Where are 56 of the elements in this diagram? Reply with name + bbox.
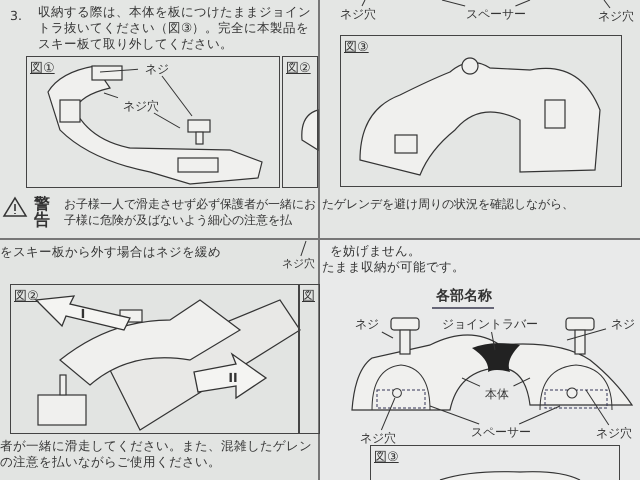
leader-line (604, 0, 610, 8)
leader-line (104, 92, 118, 98)
figure-panel (282, 56, 318, 188)
figure-panel (370, 445, 620, 480)
leader-line (153, 112, 180, 128)
paragraph: を妨げません。 (330, 243, 422, 259)
part-label: 本体 (480, 386, 514, 402)
figure-number: 図③ (374, 449, 399, 466)
section-heading: 各部名称 (436, 288, 493, 304)
arrow-label: II (227, 370, 239, 386)
figure-panel (340, 35, 622, 187)
paragraph: 収納する際は、本体を板につけたままジョイントラ抜いてください（図③）。完全に本製品をスキー板て取り外してください。 (38, 4, 312, 52)
figure-panel (298, 284, 320, 434)
leader-line (513, 378, 530, 386)
leader-line (380, 398, 396, 430)
part-label: ネジ穴 (119, 98, 163, 114)
warning-text: たゲレンデを避け周りの状況を確認しながら、 (322, 196, 575, 212)
screw-hole (392, 388, 402, 398)
leader-line (462, 378, 480, 387)
paragraph: をスキー板から外す場合はネジを緩め (0, 244, 222, 260)
paragraph: 者が一緒に滑走してください。また、混雑したゲレンの注意を払いながらご使用ください。 (0, 438, 313, 470)
part-label: スペーサー (458, 6, 534, 22)
part-label: ネジ穴 (356, 430, 400, 446)
figure-number: 図③ (344, 39, 369, 56)
leader-line (430, 406, 480, 424)
part-label: ネジ (350, 316, 384, 332)
leader-line (442, 0, 466, 6)
part-label: スペーサー (464, 424, 538, 440)
figure-panel (26, 56, 280, 188)
part-label: ジョイントラバー (438, 316, 542, 332)
part-label: ネジ穴 (592, 425, 636, 441)
list-number: 3. (10, 8, 23, 24)
arrow-label: I (80, 306, 86, 322)
part-label: ネジ (139, 61, 175, 77)
part-label: ネジ (606, 316, 640, 332)
leader-line (586, 390, 610, 426)
leader-line (362, 0, 366, 6)
part-label: ネジ穴 (594, 8, 638, 24)
leader-line (162, 76, 192, 116)
leader-line (514, 0, 530, 6)
part-label: ネジ穴 (336, 6, 380, 22)
leader-line (381, 332, 394, 338)
figure-panel (10, 284, 300, 434)
figure-number: 図② (286, 60, 311, 77)
leader-line (566, 328, 606, 340)
warning-text: お子様一人で滑走させず必ず保護者が一緒にお子様に危険が及ばないよう細心の注意を払 (64, 196, 317, 228)
part-label: ネジ穴 (281, 256, 316, 270)
warning-heading: 警告 (34, 196, 51, 228)
figure-number: 図 (302, 288, 315, 305)
figure-number: 図① (30, 60, 55, 77)
leader-line (300, 240, 306, 256)
figure-number: 図② (14, 288, 39, 305)
leader-line (518, 406, 560, 424)
leader-line (100, 68, 138, 72)
leader-line (491, 332, 496, 350)
paragraph: たまま収納が可能です。 (322, 259, 466, 275)
